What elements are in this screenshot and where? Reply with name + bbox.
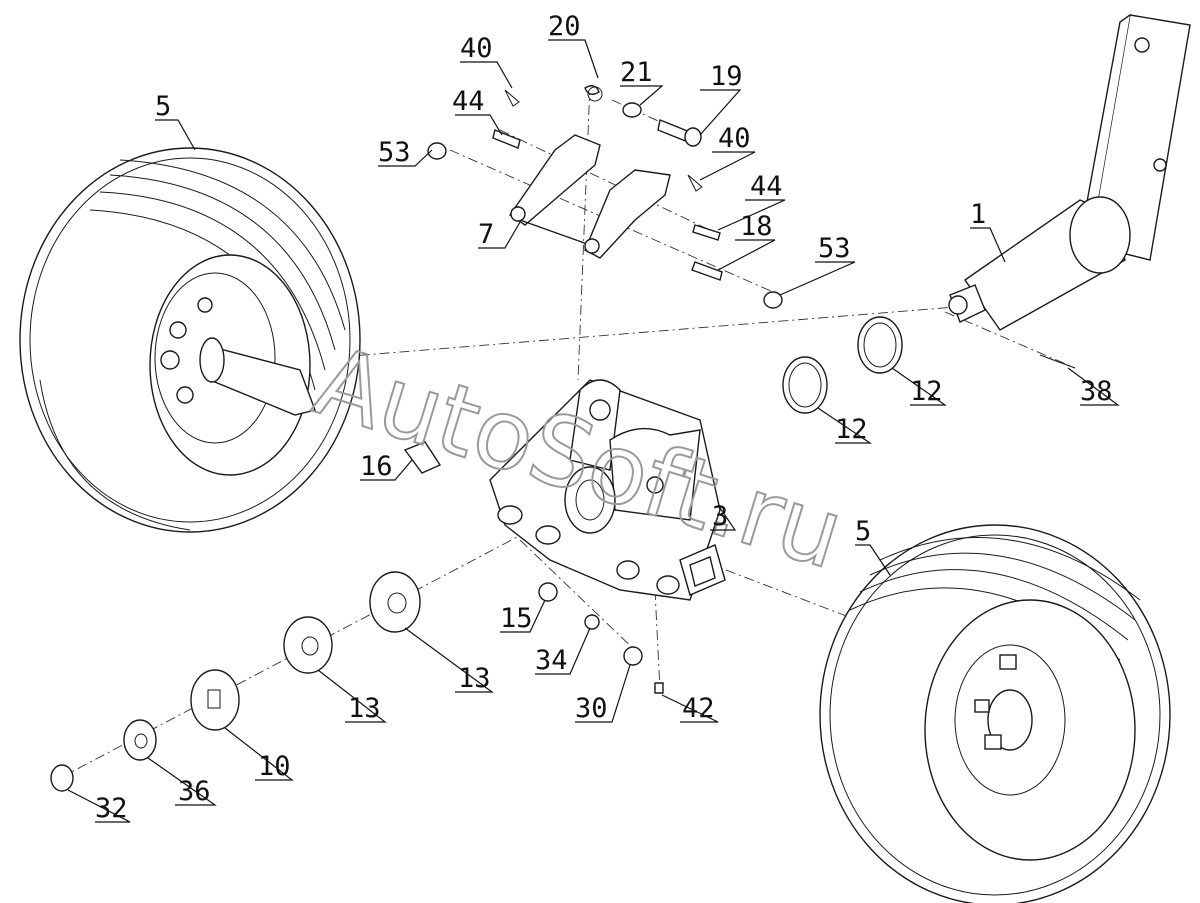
callout-13: 13 xyxy=(348,693,381,724)
callout-38: 38 xyxy=(1080,376,1113,407)
callout-21: 21 xyxy=(620,57,653,88)
leader-lines xyxy=(67,39,1120,823)
callout-13: 13 xyxy=(458,663,491,694)
callout-12: 12 xyxy=(835,414,868,445)
callout-5: 5 xyxy=(155,91,171,122)
callout-40: 40 xyxy=(460,33,493,64)
callout-32: 32 xyxy=(95,793,128,824)
callout-7: 7 xyxy=(478,219,494,250)
axle-arm xyxy=(948,14,1191,331)
central-bracket xyxy=(489,379,726,601)
callout-3: 3 xyxy=(712,501,728,532)
callout-16: 16 xyxy=(360,451,393,482)
callout-12: 12 xyxy=(910,376,943,407)
callout-1: 1 xyxy=(970,199,986,230)
callout-44: 44 xyxy=(750,171,783,202)
callout-5: 5 xyxy=(855,516,871,547)
callout-10: 10 xyxy=(258,751,291,782)
callout-40: 40 xyxy=(718,123,751,154)
fasteners xyxy=(50,85,1076,792)
callout-15: 15 xyxy=(500,603,533,634)
callout-19: 19 xyxy=(710,61,743,92)
callout-53: 53 xyxy=(378,137,411,168)
callout-44: 44 xyxy=(452,86,485,117)
callout-20: 20 xyxy=(548,11,581,42)
callout-36: 36 xyxy=(178,776,211,807)
left-wheel xyxy=(19,147,361,533)
callout-labels: 20 40 21 19 44 40 53 44 5 1 18 7 53 12 1… xyxy=(95,11,1113,824)
callout-30: 30 xyxy=(575,693,608,724)
right-wheel xyxy=(819,524,1171,903)
callout-18: 18 xyxy=(740,211,773,242)
link-plates xyxy=(509,134,671,259)
callout-53: 53 xyxy=(818,233,851,264)
callout-34: 34 xyxy=(535,645,568,676)
callout-42: 42 xyxy=(682,693,715,724)
centerlines xyxy=(59,84,1076,779)
